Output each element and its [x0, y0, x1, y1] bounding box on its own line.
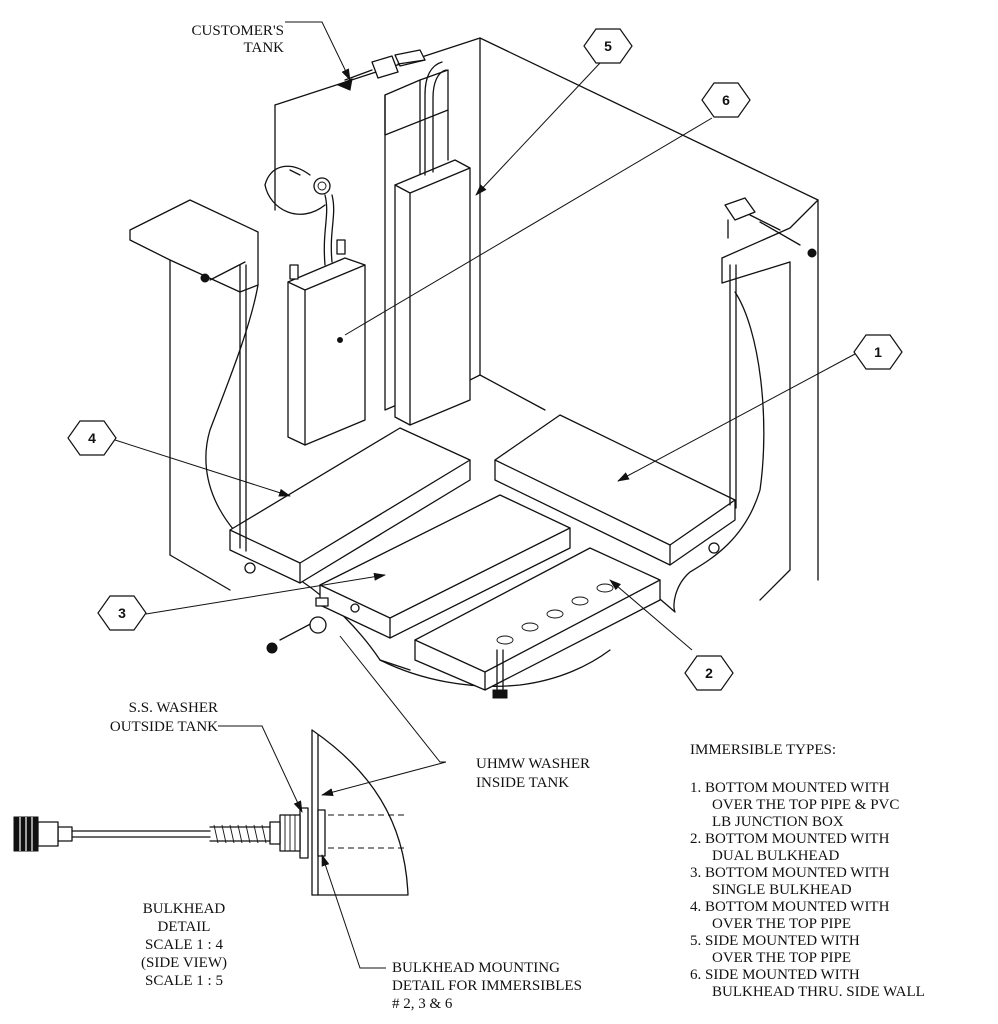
svg-text:3: 3: [118, 605, 126, 621]
legend-item-2-line-2: DUAL BULKHEAD: [712, 848, 840, 864]
legend-item-4-line-2: OVER THE TOP PIPE: [712, 916, 851, 932]
bulkhead-detail-line-3: SCALE 1 : 4: [145, 937, 223, 953]
legend-item-5-line-1: 5. SIDE MOUNTED WITH: [690, 933, 860, 949]
svg-text:1: 1: [874, 344, 882, 360]
callout-5: 5: [583, 28, 633, 64]
customers-tank-label-2: TANK: [244, 40, 285, 56]
svg-text:6: 6: [722, 92, 730, 108]
legend-item-1-line-2: OVER THE TOP PIPE & PVC: [712, 797, 899, 813]
ss-washer-label-2: OUTSIDE TANK: [110, 719, 218, 735]
immersible-types-legend: IMMERSIBLE TYPES: 1. BOTTOM MOUNTED WITH…: [690, 742, 925, 1000]
bulkhead-detail-line-4: (SIDE VIEW): [141, 955, 227, 971]
immersible-1: [494, 197, 817, 566]
callout-1: 1: [853, 334, 903, 370]
callout-leaders: [114, 21, 856, 763]
legend-item-2-line-1: 2. BOTTOM MOUNTED WITH: [690, 831, 890, 847]
uhmw-washer-label-1: UHMW WASHER: [476, 756, 590, 772]
svg-text:4: 4: [88, 430, 96, 446]
bulkhead-detail: [13, 725, 447, 969]
legend-item-6-line-1: 6. SIDE MOUNTED WITH: [690, 967, 860, 983]
legend-item-3-line-2: SINGLE BULKHEAD: [712, 882, 852, 898]
legend-item-1-line-3: LB JUNCTION BOX: [712, 814, 844, 830]
ss-washer-label-1: S.S. WASHER: [129, 700, 218, 716]
legend-item-4-line-1: 4. BOTTOM MOUNTED WITH: [690, 899, 890, 915]
legend-item-1-line-1: 1. BOTTOM MOUNTED WITH: [690, 780, 890, 796]
fittings: [200, 55, 426, 654]
customers-tank-label-1: CUSTOMER'S: [192, 23, 284, 39]
mounting-detail-line-1: BULKHEAD MOUNTING: [392, 960, 560, 976]
legend-title: IMMERSIBLE TYPES:: [690, 742, 836, 758]
bulkhead-detail-line-2: DETAIL: [158, 919, 211, 935]
legend-item-5-line-2: OVER THE TOP PIPE: [712, 950, 851, 966]
legend-item-3-line-1: 3. BOTTOM MOUNTED WITH: [690, 865, 890, 881]
immersible-3: [315, 494, 571, 639]
immersible-2: [414, 547, 661, 699]
bulkhead-detail-line-5: SCALE 1 : 5: [145, 973, 223, 989]
callout-2: 2: [684, 655, 734, 691]
mounting-detail-line-2: DETAIL FOR IMMERSIBLES: [392, 978, 582, 994]
labels: CUSTOMER'S TANK S.S. WASHER OUTSIDE TANK…: [110, 23, 590, 1012]
callout-4: 4: [67, 420, 117, 456]
legend-item-6-line-2: BULKHEAD THRU. SIDE WALL: [712, 984, 925, 1000]
svg-text:5: 5: [604, 38, 612, 54]
bulkhead-detail-line-1: BULKHEAD: [143, 901, 226, 917]
immersible-5: [384, 49, 471, 426]
callout-6: 6: [701, 82, 751, 118]
mounting-detail-line-3: # 2, 3 & 6: [392, 996, 453, 1012]
immersible-4: [229, 264, 471, 584]
callout-3: 3: [97, 595, 147, 631]
uhmw-washer-label-2: INSIDE TANK: [476, 775, 569, 791]
svg-text:2: 2: [705, 665, 713, 681]
immersible-6: [264, 165, 366, 446]
